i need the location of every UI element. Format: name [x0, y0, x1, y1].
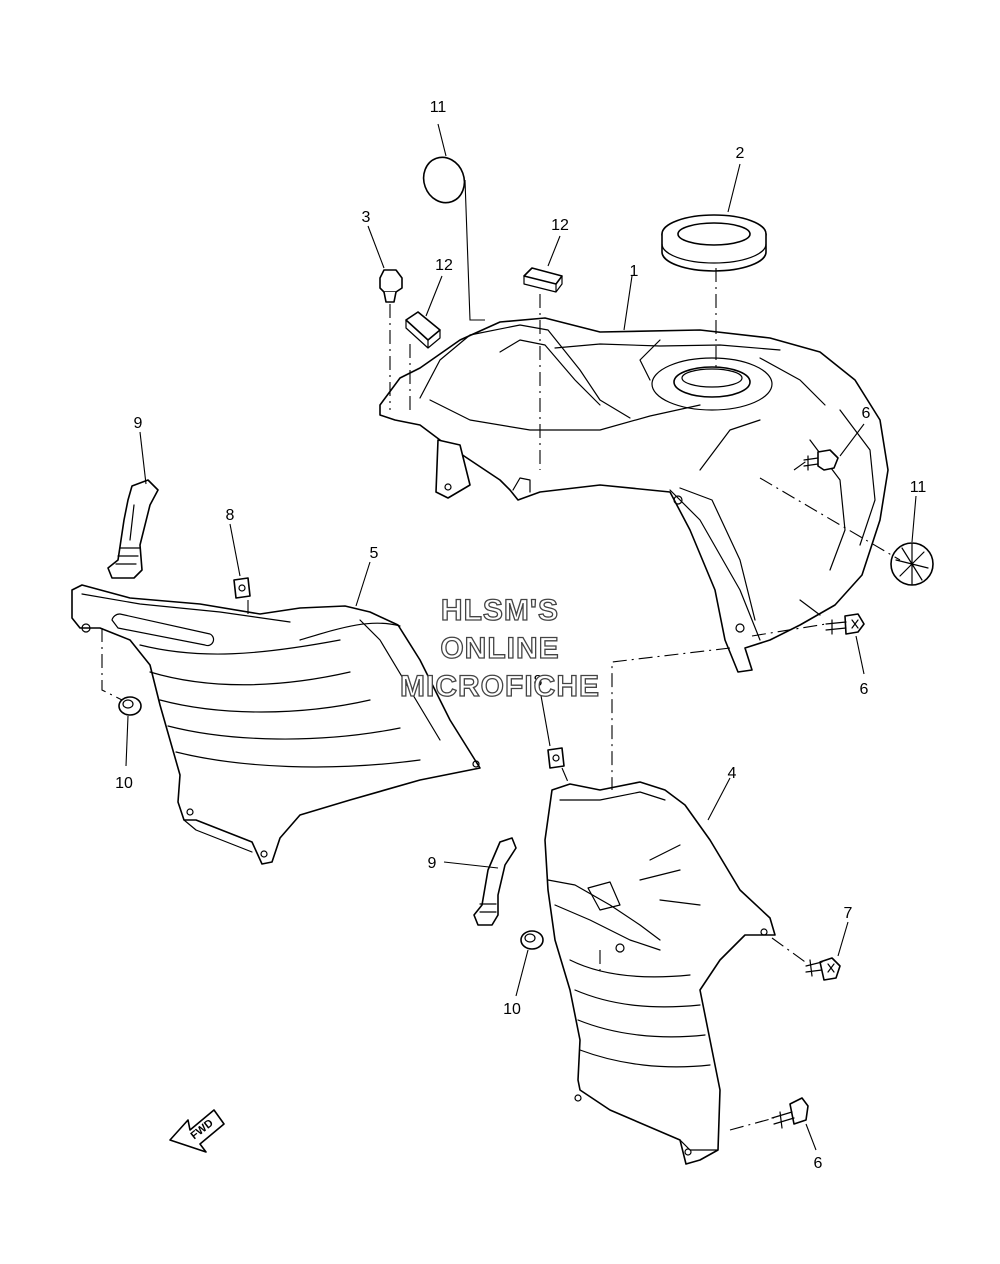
callout-9-center: 9 [428, 855, 437, 872]
callout-11-side: 11 [910, 479, 927, 496]
tank-cover-part-1 [379, 317, 889, 673]
strap-part-9-center [473, 837, 517, 926]
callout-12-right: 12 [551, 217, 569, 234]
clip-part-8-left [233, 577, 251, 599]
callout-6-middle: 6 [860, 681, 869, 698]
callout-10-left: 10 [115, 775, 133, 792]
watermark: HLSM'S ONLINE MICROFICHE [399, 593, 600, 703]
grommet-part-10-center [520, 930, 544, 950]
grommet-part-3 [379, 269, 403, 303]
callout-3: 3 [362, 209, 371, 226]
screw-part-7 [805, 957, 841, 981]
callout-5: 5 [370, 545, 379, 562]
callout-labels: 1 2 3 4 5 6 6 6 7 8 8 9 9 10 10 11 11 12… [115, 99, 926, 1172]
strap-part-9-left [107, 479, 159, 579]
clip-part-8-center [547, 747, 565, 769]
screw-part-6-middle [825, 613, 865, 635]
watermark-line-2: ONLINE [440, 632, 559, 665]
callout-11-top: 11 [430, 99, 447, 116]
watermark-line-3: MICROFICHE [400, 670, 600, 703]
screw-part-6-upper [803, 449, 839, 471]
watermark-line-1: HLSM'S [441, 594, 559, 627]
callout-1: 1 [630, 263, 639, 280]
callout-10-center: 10 [503, 1001, 521, 1018]
callout-2: 2 [736, 145, 745, 162]
side-cover-right-part-4 [544, 781, 776, 1165]
pad-part-12-right [523, 267, 563, 293]
callout-6-upper: 6 [862, 405, 871, 422]
filler-ring-part-2 [661, 214, 767, 272]
assembly-lines [101, 268, 901, 1131]
callout-8-left: 8 [226, 507, 235, 524]
grommet-part-10-left [118, 696, 142, 716]
callout-9-left: 9 [134, 415, 143, 432]
pad-part-12-left [405, 311, 441, 349]
callout-6-lower: 6 [814, 1155, 823, 1172]
leader-lines [125, 123, 917, 1151]
screw-part-6-lower [771, 1097, 809, 1129]
side-cover-left-part-5 [71, 584, 481, 865]
callout-7: 7 [844, 905, 853, 922]
callout-12-left: 12 [435, 257, 453, 274]
fwd-arrow-icon: FWD [169, 1109, 225, 1153]
callout-8-center: 8 [534, 673, 543, 690]
emblem-part-11-top [422, 156, 466, 204]
callout-4: 4 [728, 765, 737, 782]
emblem-part-11-side [890, 542, 934, 586]
